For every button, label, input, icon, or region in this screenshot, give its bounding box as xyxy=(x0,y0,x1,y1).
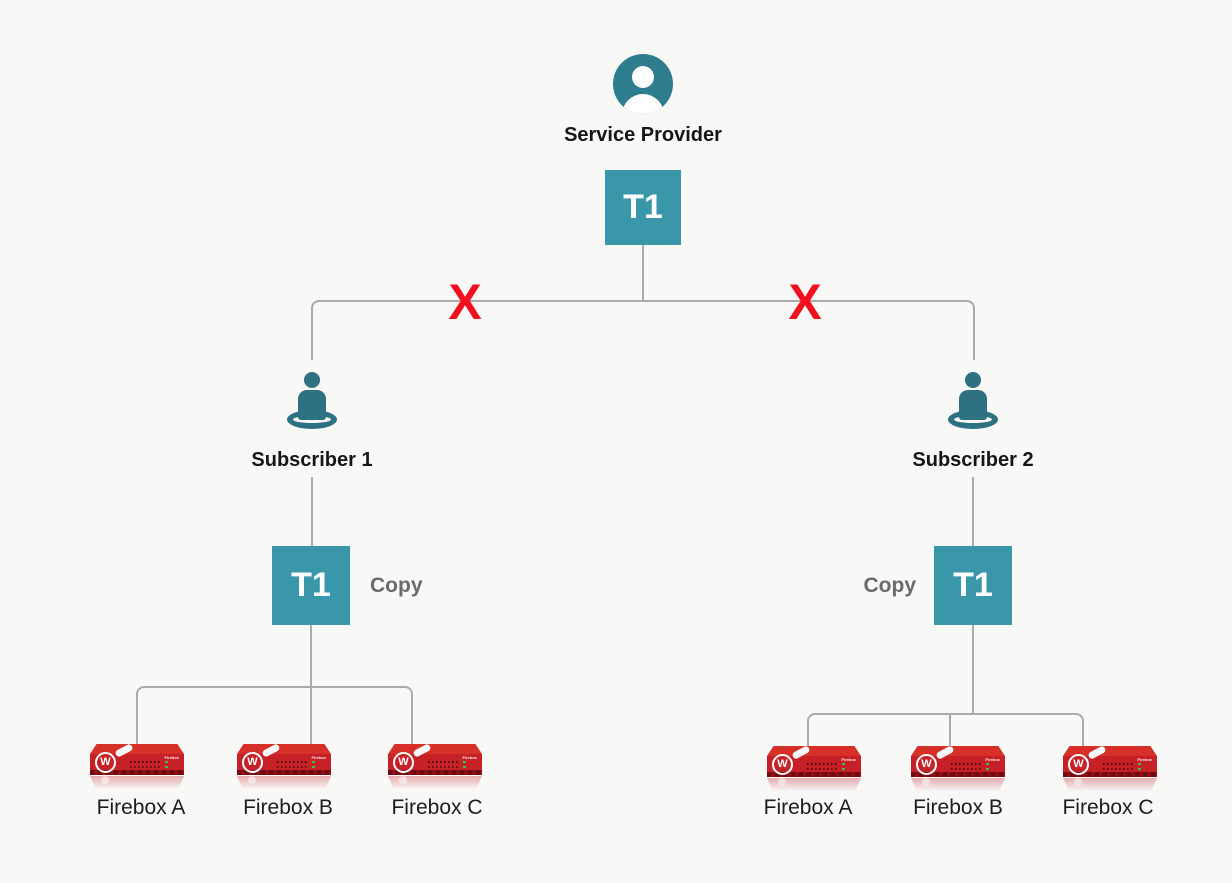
connector-line xyxy=(310,625,312,745)
service-provider-label: Service Provider xyxy=(564,124,722,146)
firebox-appliance-icon: W Firebox xyxy=(237,743,331,775)
firebox-appliance-icon: W Firebox xyxy=(911,745,1005,777)
connector-line xyxy=(311,300,975,360)
person-torso-shape xyxy=(959,390,987,420)
firebox-b-label-right: Firebox B xyxy=(913,796,1003,819)
firebox-appliance-icon: W Firebox xyxy=(767,745,861,777)
subscriber-2-copy-label: Copy xyxy=(863,574,917,597)
connector-line xyxy=(949,715,951,746)
connector-line xyxy=(972,477,974,546)
firebox-a-label-left: Firebox A xyxy=(96,796,186,819)
subscriber-2-t1-box: T1 xyxy=(934,546,1012,625)
subscriber-1-t1-box: T1 xyxy=(272,546,350,625)
firebox-brand-text: Firebox xyxy=(164,755,179,760)
status-led-icon xyxy=(165,761,168,768)
firebox-reflection xyxy=(911,778,1005,793)
firebox-appliance-icon: W Firebox xyxy=(388,743,482,775)
service-provider-user-icon xyxy=(613,54,673,114)
led-panel-icon xyxy=(951,763,983,770)
firebox-reflection xyxy=(90,776,184,791)
firebox-brand-text: Firebox xyxy=(462,755,477,760)
avatar-head-shape xyxy=(632,66,654,88)
firebox-b-label-left: Firebox B xyxy=(243,796,333,819)
led-panel-icon xyxy=(277,761,309,768)
firebox-port-strip xyxy=(388,770,482,775)
firebox-reflection xyxy=(767,778,861,793)
led-panel-icon xyxy=(807,763,839,770)
status-led-icon xyxy=(986,763,989,770)
connector-line xyxy=(807,713,1084,746)
firebox-brand-text: Firebox xyxy=(985,757,1000,762)
firebox-reflection xyxy=(237,776,331,791)
status-led-icon xyxy=(842,763,845,770)
firebox-port-strip xyxy=(237,770,331,775)
status-led-icon xyxy=(463,761,466,768)
subscriber-1-copy-label: Copy xyxy=(370,574,423,597)
firebox-top-panel xyxy=(1063,746,1157,756)
firebox-reflection xyxy=(388,776,482,791)
firebox-top-panel xyxy=(237,744,331,754)
firebox-top-panel xyxy=(388,744,482,754)
firebox-port-strip xyxy=(90,770,184,775)
firebox-top-panel xyxy=(911,746,1005,756)
watchguard-logo-icon: W xyxy=(916,754,937,775)
service-provider-t1-box: T1 xyxy=(605,170,681,245)
watchguard-logo-icon: W xyxy=(393,752,414,773)
firebox-a-device-left: W Firebox xyxy=(90,743,184,791)
status-led-icon xyxy=(312,761,315,768)
avatar-shoulders-shape xyxy=(622,94,664,114)
firebox-brand-text: Firebox xyxy=(1137,757,1152,762)
firebox-top-panel xyxy=(90,744,184,754)
firebox-port-strip xyxy=(911,772,1005,777)
firebox-brand-text: Firebox xyxy=(841,757,856,762)
firebox-reflection xyxy=(1063,778,1157,793)
firebox-b-device-left: W Firebox xyxy=(237,743,331,791)
firebox-b-device-right: W Firebox xyxy=(911,745,1005,793)
firebox-a-label-right: Firebox A xyxy=(763,796,853,819)
firebox-top-panel xyxy=(767,746,861,756)
firebox-c-label-right: Firebox C xyxy=(1062,796,1154,819)
firebox-appliance-icon: W Firebox xyxy=(1063,745,1157,777)
firebox-a-device-right: W Firebox xyxy=(767,745,861,793)
subscriber-2-person-icon xyxy=(945,372,1001,430)
person-torso-shape xyxy=(298,390,326,420)
watchguard-logo-icon: W xyxy=(772,754,793,775)
subscriber-2-label: Subscriber 2 xyxy=(912,449,1034,471)
firebox-c-device-right: W Firebox xyxy=(1063,745,1157,793)
led-panel-icon xyxy=(1103,763,1135,770)
firebox-port-strip xyxy=(767,772,861,777)
firebox-brand-text: Firebox xyxy=(311,755,326,760)
led-panel-icon xyxy=(130,761,162,768)
firebox-c-device-left: W Firebox xyxy=(388,743,482,791)
connector-line xyxy=(972,625,974,715)
watchguard-logo-icon: W xyxy=(1068,754,1089,775)
subscriber-1-label: Subscriber 1 xyxy=(251,449,373,471)
connector-line xyxy=(311,477,313,546)
broken-link-x-mark-left: X xyxy=(448,274,482,330)
firebox-appliance-icon: W Firebox xyxy=(90,743,184,775)
firebox-c-label-left: Firebox C xyxy=(391,796,483,819)
watchguard-logo-icon: W xyxy=(242,752,263,773)
subscriber-1-person-icon xyxy=(284,372,340,430)
person-head-shape xyxy=(965,372,981,388)
connector-line xyxy=(642,245,644,302)
broken-link-x-mark-right: X xyxy=(788,274,822,330)
status-led-icon xyxy=(1138,763,1141,770)
connector-line xyxy=(136,686,413,744)
firebox-port-strip xyxy=(1063,772,1157,777)
led-panel-icon xyxy=(428,761,460,768)
person-head-shape xyxy=(304,372,320,388)
watchguard-logo-icon: W xyxy=(95,752,116,773)
